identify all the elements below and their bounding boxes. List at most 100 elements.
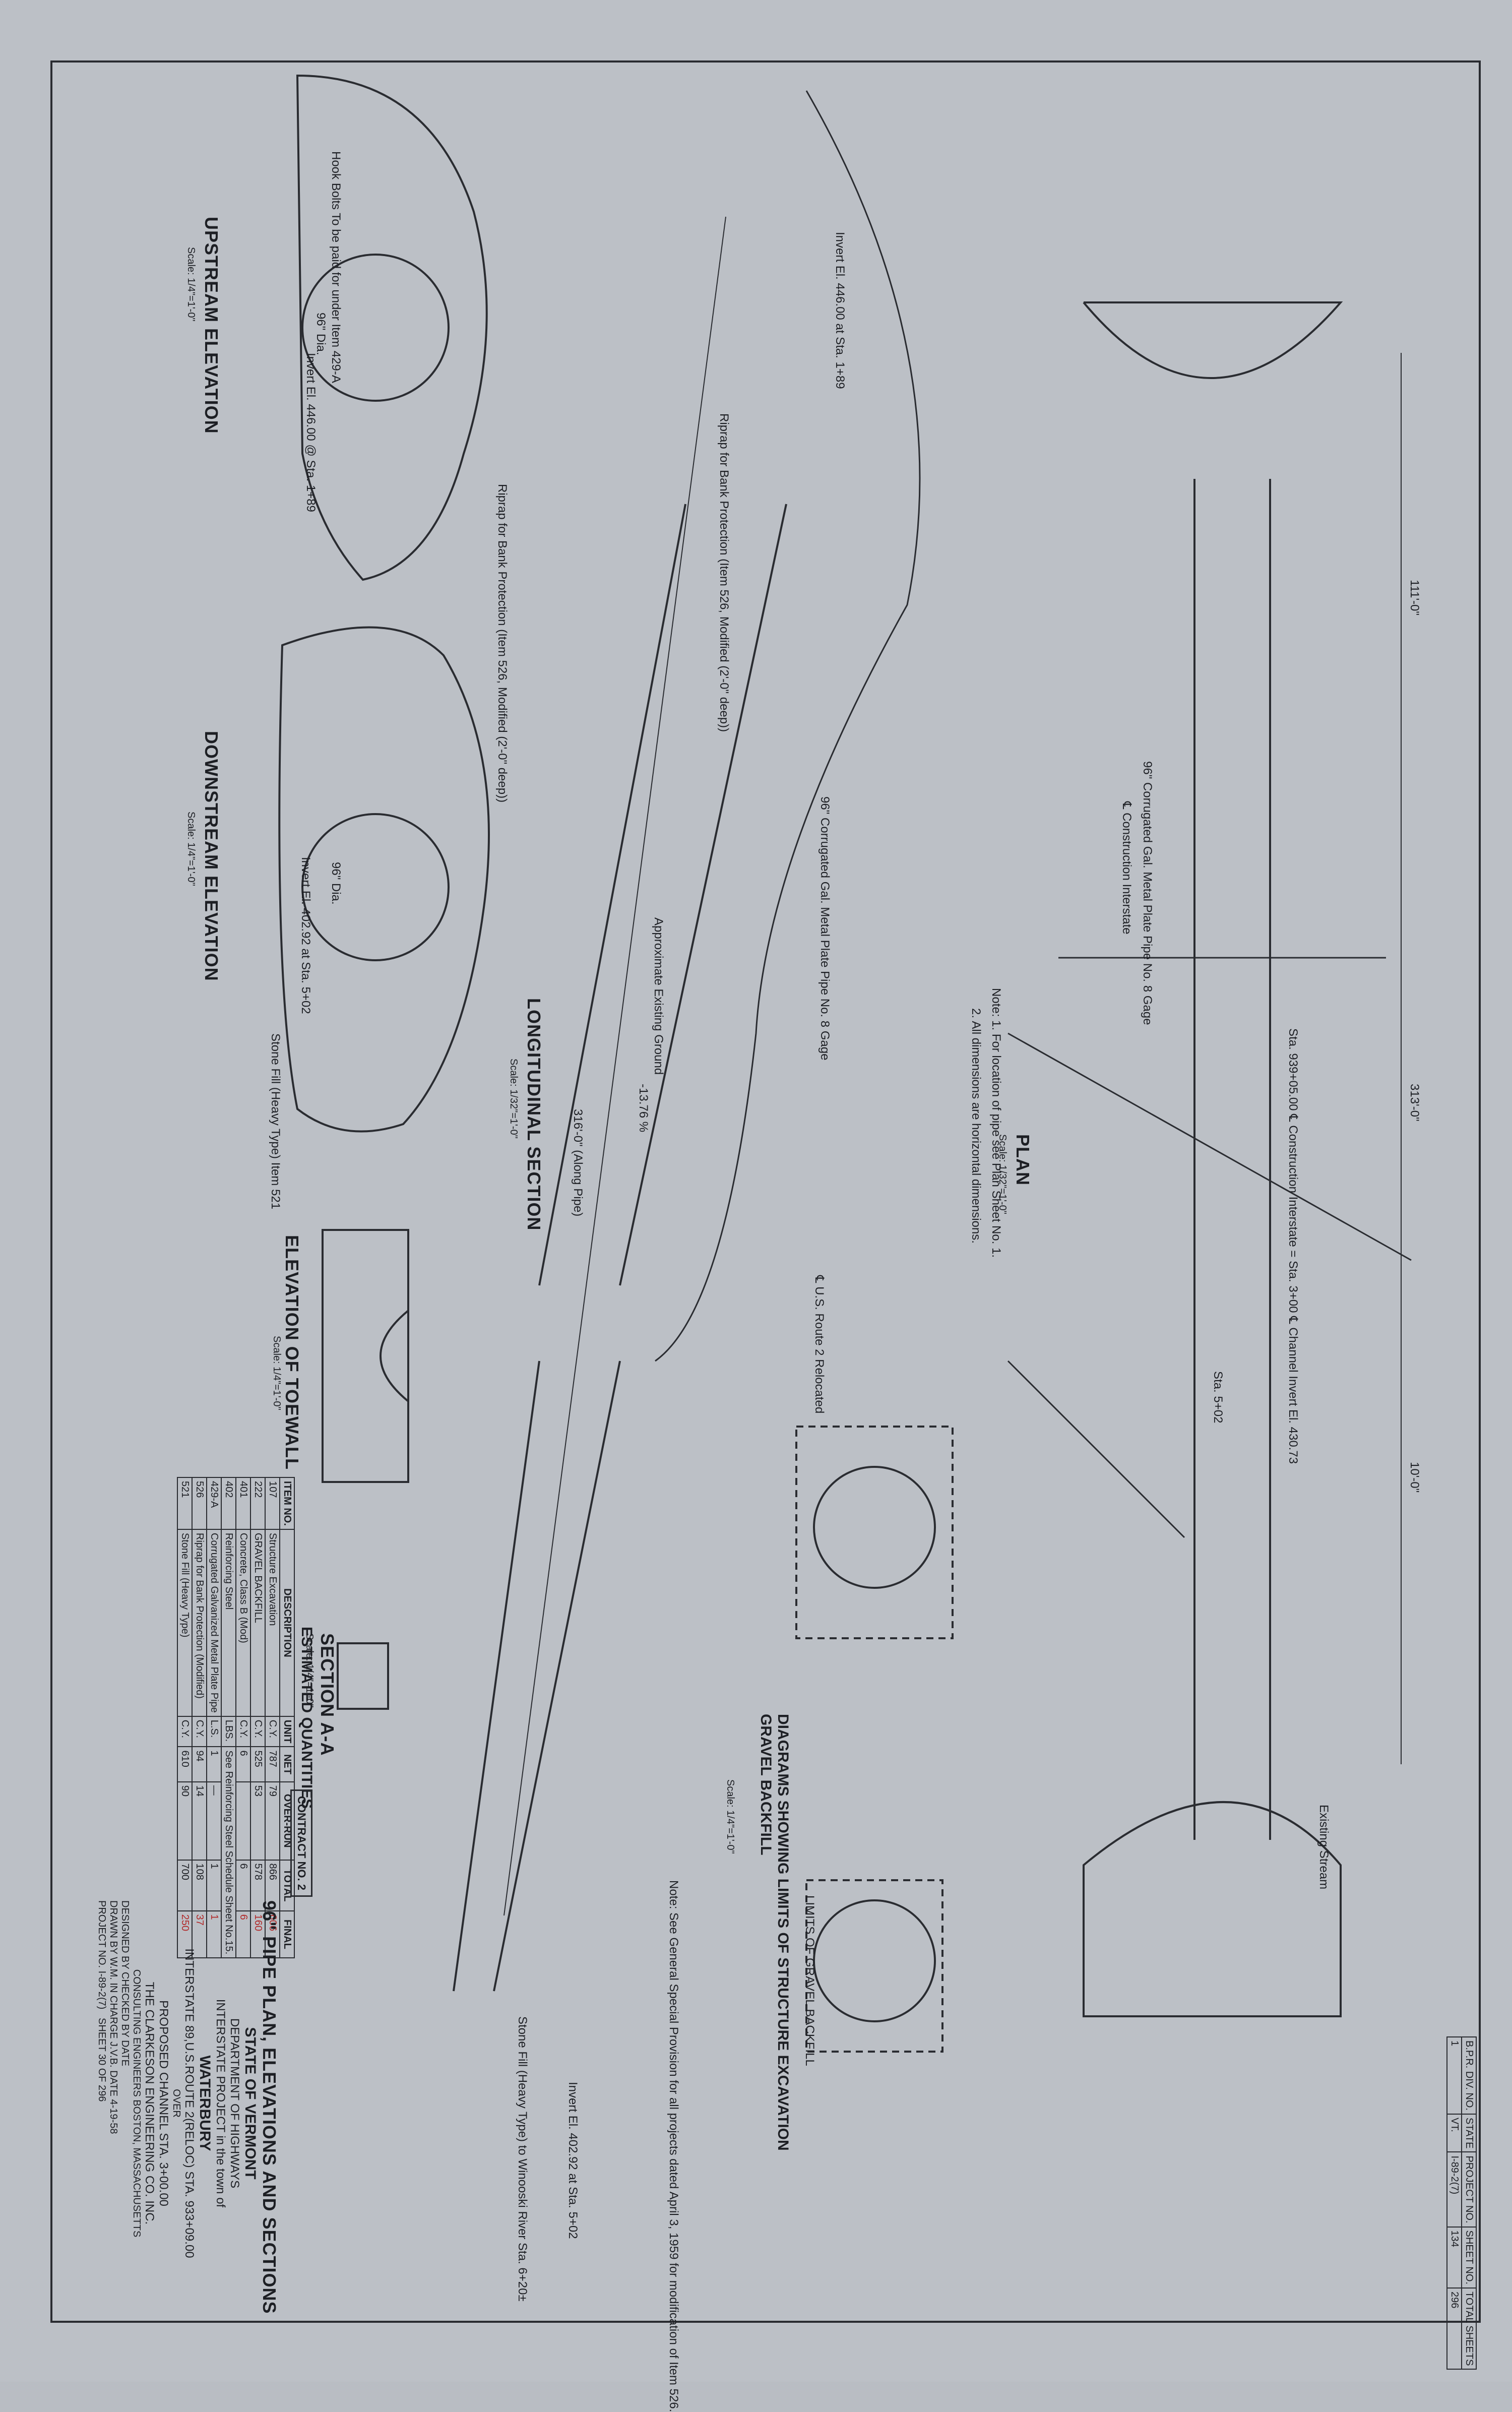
long-note-riprap: Riprap for Bank Protection (Item 526, Mo… bbox=[717, 413, 731, 732]
cell: C.Y. bbox=[250, 1716, 265, 1747]
diagram-excavation-circle bbox=[813, 1466, 936, 1589]
header-value: 296 bbox=[1447, 2287, 1462, 2370]
cell: Reinforcing Steel bbox=[221, 1529, 236, 1716]
cell: 1 bbox=[207, 1747, 221, 1782]
plan-title: PLAN bbox=[1013, 1134, 1033, 1186]
title-line-8: PROPOSED CHANNEL STA. 3+00.00 bbox=[157, 2000, 170, 2206]
drive-centerline bbox=[1007, 1360, 1185, 1538]
quantities-table: ITEM NO. DESCRIPTION UNIT NET OVER-RUN T… bbox=[177, 1477, 295, 1958]
cell: 222 bbox=[250, 1477, 265, 1529]
plan-dim-111: 111'-0" bbox=[1408, 580, 1421, 615]
plan-note-culvert: Existing Stream bbox=[1317, 1805, 1331, 1890]
long-note-invert: Invert El. 446.00 at Sta. 1+89 bbox=[833, 232, 847, 389]
plan-note-1: Note: 1. For location of pipe see Plan S… bbox=[989, 988, 1003, 1258]
header-value: 134 bbox=[1447, 2227, 1462, 2288]
upstream-elevation-title: UPSTREAM ELEVATION bbox=[201, 217, 222, 434]
upstream-headwall bbox=[296, 74, 488, 581]
section-aa-title: SECTION A-A bbox=[317, 1633, 338, 1756]
longitudinal-pipe-top bbox=[619, 504, 787, 1286]
cell: 94 bbox=[192, 1747, 207, 1782]
long-note-route2: ℄ U.S. Route 2 Relocated bbox=[812, 1275, 826, 1414]
header-labels-row: B.P.R. DIV. NO. STATE PROJECT NO. SHEET … bbox=[1462, 2037, 1476, 2370]
cell: 90 bbox=[177, 1781, 192, 1860]
downstream-pipe-circle bbox=[301, 813, 450, 961]
cell: C.Y. bbox=[177, 1716, 192, 1747]
header-value: 1 bbox=[1447, 2037, 1462, 2114]
cell: Corrugated Galvanized Metal Plate Pipe bbox=[207, 1529, 221, 1716]
title-line-12: DRAWN BY W.M. IN CHARGE J.V.B. DATE 4-19… bbox=[108, 1900, 119, 2134]
longitudinal-pipe-lower-bottom bbox=[453, 1360, 540, 1992]
cell: 402 bbox=[221, 1477, 236, 1529]
downstream-note-dia: 96" Dia. bbox=[329, 862, 343, 905]
cell: Concrete, Class B (Mod) bbox=[236, 1529, 250, 1716]
longitudinal-section-scale: Scale: 1/32"=1'-0" bbox=[508, 1059, 519, 1139]
sheet-header-box: B.P.R. DIV. NO. STATE PROJECT NO. SHEET … bbox=[1446, 2036, 1477, 2370]
diagram-backfill-circle bbox=[813, 1899, 936, 2022]
cell: C.Y. bbox=[265, 1716, 280, 1747]
cell: 429-A bbox=[207, 1477, 221, 1529]
downstream-headwall bbox=[278, 626, 490, 1133]
long-note-stonefill: Stone Fill (Heavy Type) to Winooski Rive… bbox=[516, 2016, 529, 2302]
diagrams-title: DIAGRAMS SHOWING LIMITS OF STRUCTURE EXC… bbox=[758, 1714, 791, 2151]
project-no-text: PROJECT NO. I-89-2(7) bbox=[96, 1900, 107, 2010]
title-line-1: 96" PIPE PLAN, ELEVATIONS AND SECTIONS bbox=[259, 1900, 280, 2314]
cell: 79 bbox=[265, 1781, 280, 1860]
title-line-2: STATE OF VERMONT bbox=[242, 2027, 259, 2180]
long-note-invert-ds: Invert El. 402.92 at Sta. 5+02 bbox=[566, 2082, 580, 2239]
header-label: SHEET NO. bbox=[1462, 2227, 1476, 2288]
title-line-4: INTERSTATE PROJECT in the town of bbox=[214, 1999, 227, 2208]
title-line-6: INTERSTATE 89,U.S.ROUTE 2(RELOC) STA. 93… bbox=[182, 1948, 196, 2258]
plan-note-station: Sta. 939+05.00 ℄ Construction Interstate… bbox=[1286, 1028, 1300, 1464]
upstream-note-hookbolts: Hook Bolts To be paid for under Item 429… bbox=[329, 151, 343, 383]
header-values-row: 1 VT. I-89-2(7) 134 296 bbox=[1447, 2037, 1462, 2370]
long-note-length: 316'-0" (Along Pipe) bbox=[571, 1109, 585, 1217]
diagram-note-limits: LIMITS OF GRAVEL BACKFILL bbox=[803, 1895, 816, 2066]
upstream-riprap-plan bbox=[1083, 301, 1343, 379]
header-value: VT. bbox=[1447, 2114, 1462, 2152]
upstream-note-riprap: Riprap for Bank Protection (Item 526, Mo… bbox=[495, 484, 509, 803]
longitudinal-pipe-bottom bbox=[538, 504, 686, 1286]
header-label: PROJECT NO. bbox=[1462, 2152, 1476, 2227]
sheet-border bbox=[50, 60, 1481, 2323]
cell: Structure Excavation bbox=[265, 1529, 280, 1716]
sheet-number-text: SHEET 30 OF 296 bbox=[96, 2018, 107, 2102]
cell: Riprap for Bank Protection (Modified) bbox=[192, 1529, 207, 1716]
title-line-9: THE CLARKESON ENGINEERING CO. INC. bbox=[143, 1982, 156, 2225]
header-net: NET bbox=[280, 1747, 294, 1782]
existing-ground-line bbox=[655, 90, 921, 1362]
plan-note-pipe: 96" Corrugated Gal. Metal Plate Pipe No.… bbox=[1141, 761, 1154, 1025]
downstream-elevation-title: DOWNSTREAM ELEVATION bbox=[201, 731, 222, 981]
cell: 521 bbox=[177, 1477, 192, 1529]
cell: 107 bbox=[265, 1477, 280, 1529]
long-note-ground: Approximate Existing Ground bbox=[652, 917, 665, 1075]
section-aa-outline bbox=[337, 1642, 389, 1710]
longitudinal-pipe-lower-top bbox=[493, 1360, 621, 1992]
header-description: DESCRIPTION bbox=[280, 1529, 294, 1716]
cell: 525 bbox=[250, 1747, 265, 1782]
project-number: PROJECT NO. I-89-2(7) SHEET 30 OF 296 bbox=[96, 1900, 107, 2306]
header-table: B.P.R. DIV. NO. STATE PROJECT NO. SHEET … bbox=[1446, 2036, 1477, 2370]
dimension-line-316 bbox=[503, 216, 726, 1916]
plan-note-2: 2. All dimensions are horizontal dimensi… bbox=[969, 1008, 983, 1244]
title-line-3: DEPARTMENT OF HIGHWAYS bbox=[228, 2018, 241, 2189]
cell: Stone Fill (Heavy Type) bbox=[177, 1529, 192, 1716]
downstream-note-stonefill: Stone Fill (Heavy Type) Item 521 bbox=[269, 1033, 282, 1210]
cell: 14 bbox=[192, 1781, 207, 1860]
cell bbox=[236, 1781, 250, 1860]
long-note-grade: -13.76 % bbox=[637, 1084, 650, 1133]
route2-centerline bbox=[1007, 1032, 1412, 1261]
cell: C.Y. bbox=[192, 1716, 207, 1747]
title-line-5: WATERBURY bbox=[197, 2055, 213, 2151]
long-note-pipe: 96" Corrugated Gal. Metal Plate Pipe No.… bbox=[818, 796, 832, 1061]
cell: 787 bbox=[265, 1747, 280, 1782]
header-unit: UNIT bbox=[280, 1716, 294, 1747]
toewall-arc bbox=[380, 1310, 409, 1402]
toewall-outline bbox=[322, 1229, 409, 1483]
upstream-note-dia: 96" Dia. bbox=[314, 313, 328, 355]
downstream-elevation-scale: Scale: 1/4"=1'-0" bbox=[185, 812, 197, 886]
